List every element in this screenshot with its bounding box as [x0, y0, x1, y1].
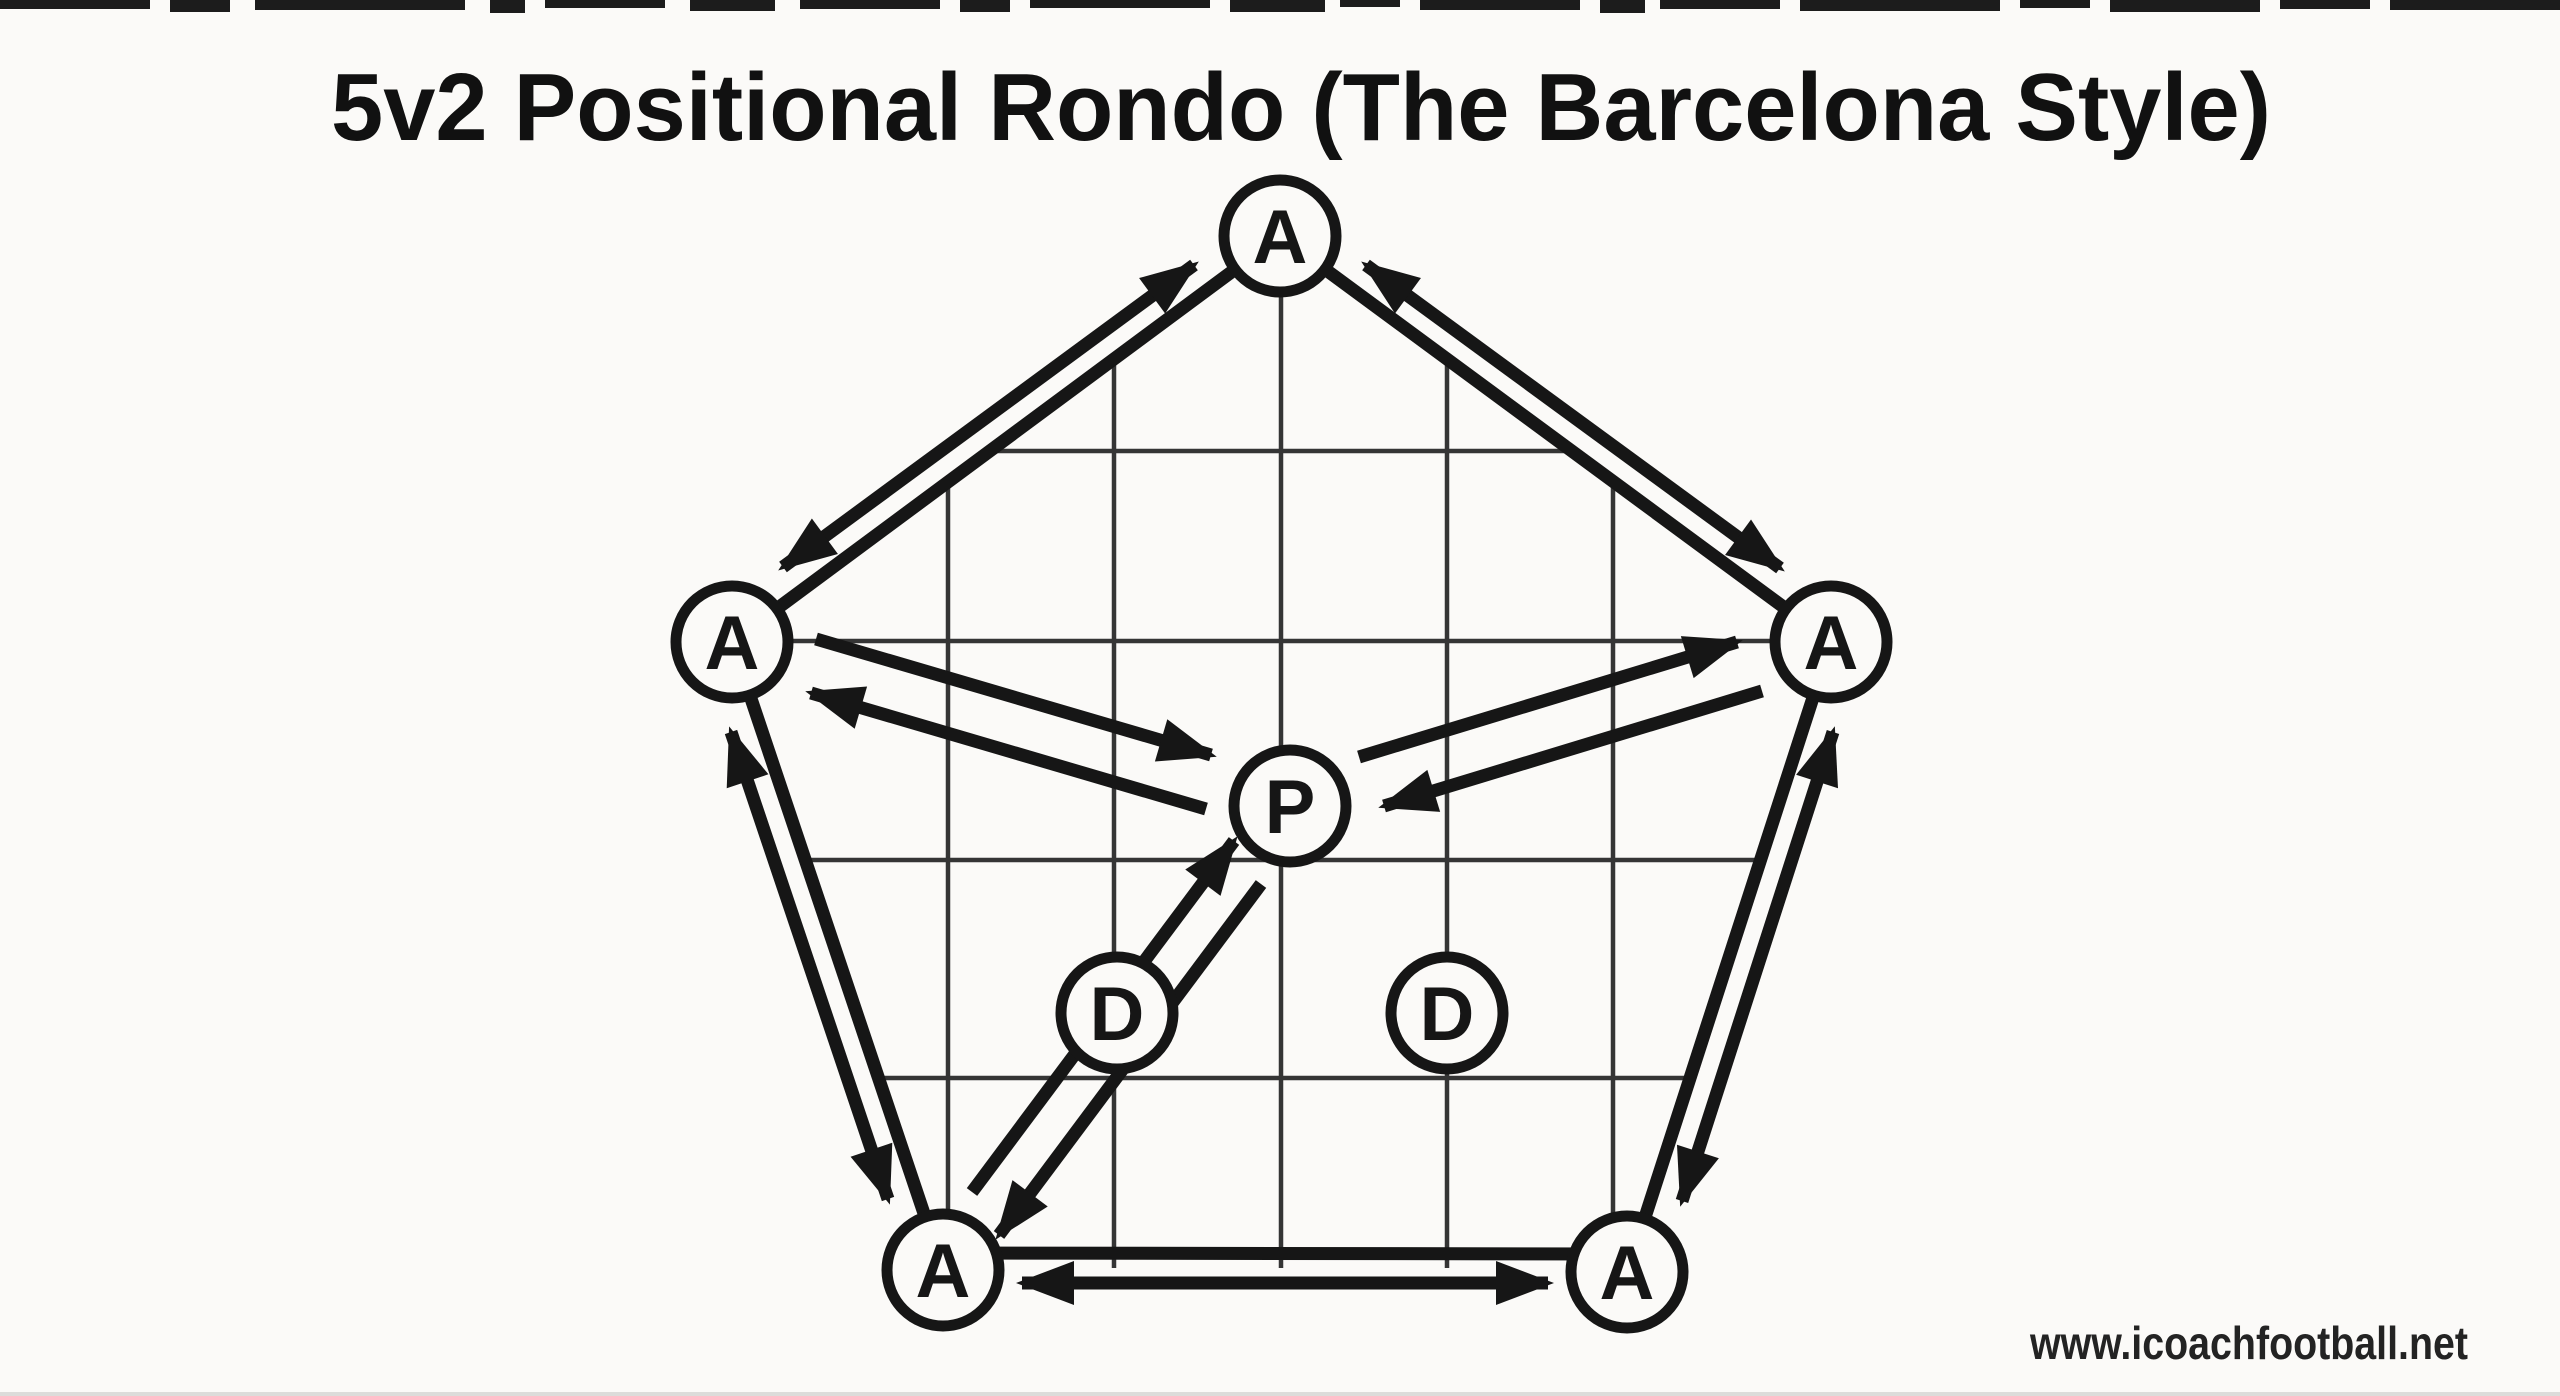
defender-right-circle [1385, 951, 1509, 1075]
edge-right-bottom [1620, 640, 1838, 1275]
pass-arrow-left-to-pivot [814, 632, 1217, 762]
attacker-bottom-left-circle [881, 1208, 1005, 1332]
pivot-center-circle [1228, 744, 1352, 868]
node-pivot-center: P [1228, 744, 1352, 868]
pass-arrow-top-right [1361, 259, 1785, 574]
defender-left-label: D [1090, 972, 1145, 1057]
attacker-bottom-right-label: A [1600, 1231, 1655, 1316]
attacker-right-label: A [1804, 601, 1859, 686]
node-attacker-bottom-right: A [1565, 1210, 1689, 1334]
attacker-top-label: A [1253, 195, 1308, 280]
attacker-bottom-left-label: A [916, 1229, 971, 1314]
node-attacker-left: A [670, 580, 794, 704]
pass-arrow-right-to-pivot [1378, 684, 1764, 813]
pass-arrow-pivot-to-left [805, 686, 1208, 816]
attacker-left-label: A [705, 601, 760, 686]
edge-bottom [949, 1246, 1621, 1261]
attacker-bottom-right-circle [1565, 1210, 1689, 1334]
node-attacker-right: A [1769, 580, 1893, 704]
pivot-center-label: P [1265, 765, 1316, 850]
defender-right-label: D [1420, 972, 1475, 1057]
defender-left-circle [1055, 951, 1179, 1075]
node-defender-right: D [1385, 951, 1509, 1075]
node-attacker-bottom-left: A [881, 1208, 1005, 1332]
node-attacker-top: A [1218, 174, 1342, 298]
pass-arrow-left-bottomleft [724, 726, 895, 1205]
pass-arrows [724, 259, 1840, 1305]
attacker-right-circle [1769, 580, 1893, 704]
pass-arrow-right-bottomright [1675, 726, 1840, 1207]
edge-top-right [1276, 230, 1835, 648]
pass-arrow-pivot-to-right [1357, 635, 1743, 764]
attacker-left-circle [670, 580, 794, 704]
edge-left-top [728, 230, 1284, 648]
attacker-top-circle [1218, 174, 1342, 298]
edge-left-bottom [725, 639, 950, 1273]
diagram-title: 5v2 Positional Rondo (The Barcelona Styl… [331, 54, 2271, 161]
player-nodes: A A A A A P D [670, 174, 1893, 1334]
node-defender-left: D [1055, 951, 1179, 1075]
pass-arrow-left-top [778, 259, 1199, 573]
watermark: www.icoachfootball.net [2029, 1317, 2468, 1369]
